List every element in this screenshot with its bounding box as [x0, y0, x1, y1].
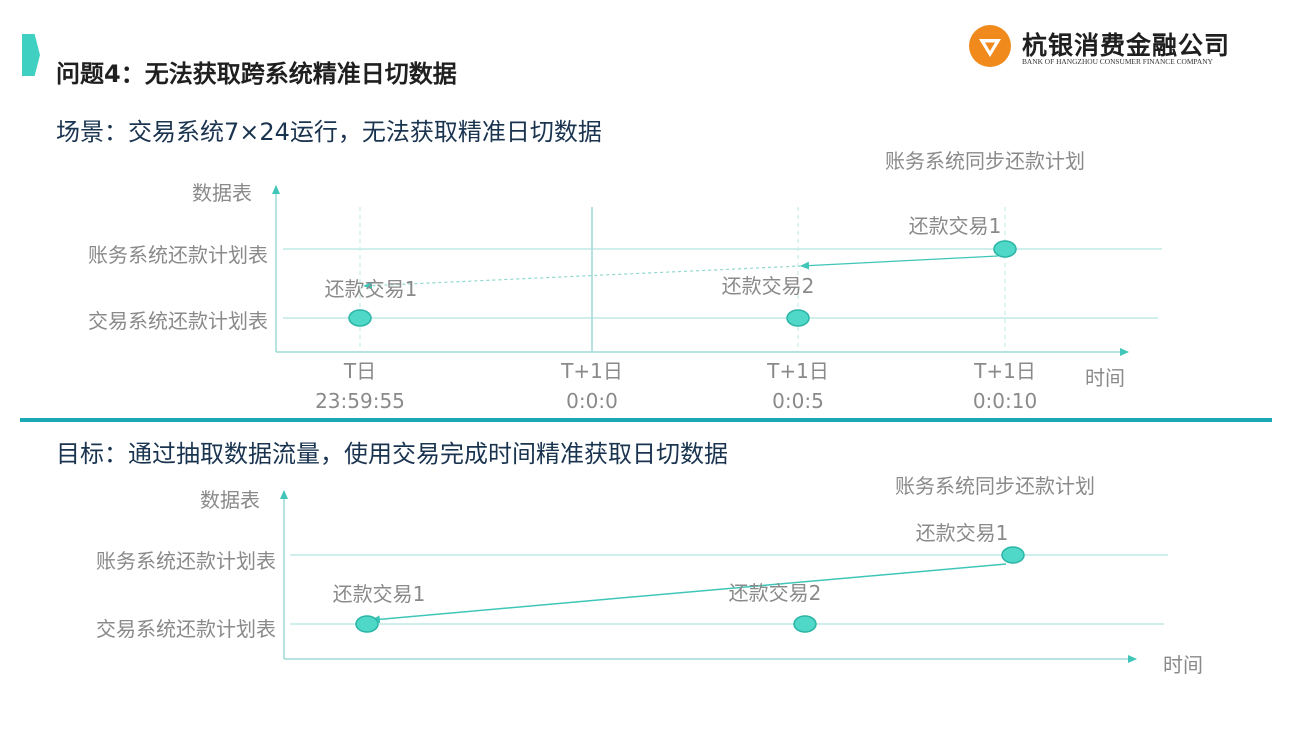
scenario-event-label-ledger: 还款交易1 [909, 214, 1002, 238]
goal-node-trade-2 [793, 615, 817, 633]
scenario-x-axis-label: 时间 [1085, 366, 1125, 390]
goal-event-label-trade-2: 还款交易2 [729, 581, 822, 605]
scenario-event-label-trade-1: 还款交易1 [325, 277, 418, 301]
goal-row-label-ledger: 账务系统还款计划表 [96, 549, 276, 573]
scenario-flow-label: 账务系统同步还款计划 [885, 149, 1085, 173]
scenario-tick-day-2: T+1日 [560, 359, 623, 383]
scenario-tick-day-3: T+1日 [766, 359, 829, 383]
scenario-sync-arrow [800, 255, 999, 270]
scenario-event-label-trade-2: 还款交易2 [722, 274, 815, 298]
scenario-node-ledger [993, 240, 1017, 258]
logo-name-cn: 杭银消费金融公司 [1022, 31, 1231, 60]
scenario-tick-time-1: 23:59:55 [315, 389, 405, 413]
goal-flow-label: 账务系统同步还款计划 [895, 474, 1095, 498]
goal-row-label-trade: 交易系统还款计划表 [96, 617, 276, 641]
page-title: 问题4：无法获取跨系统精准日切数据 [56, 60, 457, 88]
scenario-heading: 场景：交易系统7×24运行，无法获取精准日切数据 [56, 118, 602, 146]
goal-node-ledger [1001, 546, 1025, 564]
accent-tab [22, 34, 40, 76]
scenario-tick-time-2: 0:0:0 [566, 389, 618, 413]
goal-event-label-ledger: 还款交易1 [916, 521, 1009, 545]
section-divider [20, 418, 1272, 422]
scenario-diagram: 账务系统同步还款计划 数据表 账务系统还款计划表 交易系统还款计划表 T日 23… [88, 149, 1162, 413]
scenario-y-axis-label: 数据表 [192, 181, 252, 205]
scenario-sync-arrow-dashed [363, 265, 802, 290]
goal-sync-arrow [371, 563, 1007, 624]
goal-diagram: 账务系统同步还款计划 数据表 账务系统还款计划表 交易系统还款计划表 时间 还款… [96, 474, 1203, 677]
scenario-row-label-ledger: 账务系统还款计划表 [88, 243, 268, 267]
goal-y-axis-label: 数据表 [200, 488, 260, 512]
logo-name-en: BANK OF HANGZHOU CONSUMER FINANCE COMPAN… [1022, 57, 1213, 66]
scenario-tick-time-4: 0:0:10 [973, 389, 1037, 413]
scenario-node-trade-2 [786, 309, 810, 327]
scenario-tick-time-3: 0:0:5 [772, 389, 824, 413]
scenario-tick-day-1: T日 [343, 359, 376, 383]
goal-event-label-trade-1: 还款交易1 [333, 582, 426, 606]
scenario-node-trade-1 [348, 309, 372, 327]
logo-icon [969, 25, 1011, 67]
scenario-row-label-trade: 交易系统还款计划表 [88, 309, 268, 333]
goal-x-axis-label: 时间 [1163, 653, 1203, 677]
scenario-tick-day-4: T+1日 [973, 359, 1036, 383]
goal-node-trade-1 [355, 615, 379, 633]
goal-heading: 目标：通过抽取数据流量，使用交易完成时间精准获取日切数据 [56, 440, 728, 468]
